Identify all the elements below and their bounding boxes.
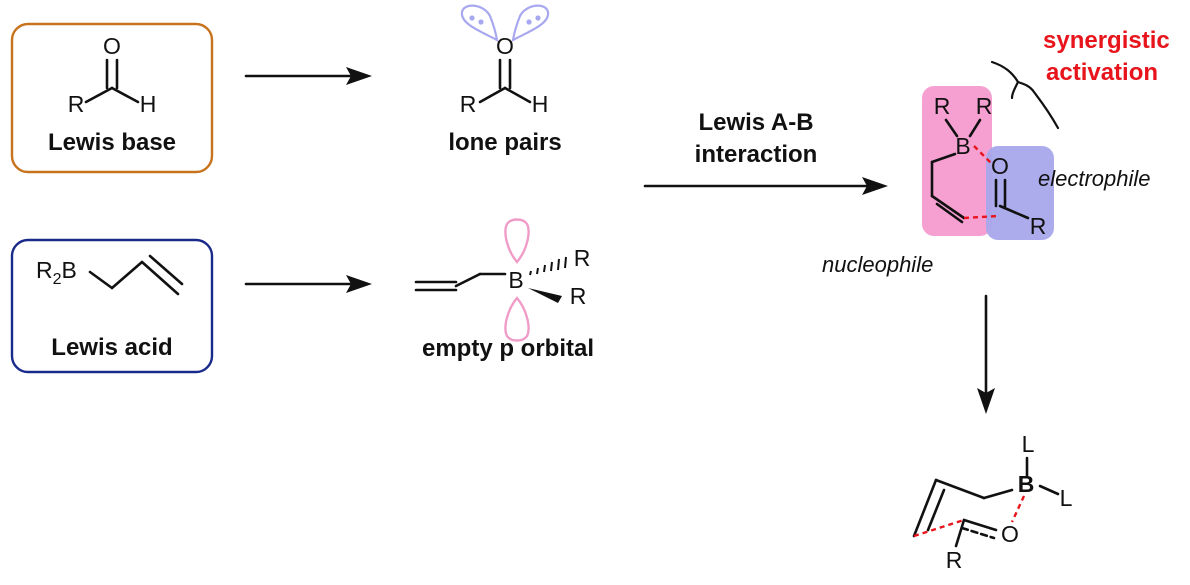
lewis-base-box xyxy=(10,22,214,174)
electrophile-highlight xyxy=(986,146,1054,240)
nucleophile-highlight xyxy=(922,86,992,236)
product-ligand-top: L xyxy=(1022,431,1035,457)
lewis-base-h: H xyxy=(140,91,157,117)
empty-p-orbital-top xyxy=(504,218,530,264)
arrow-base-to-lone-pairs xyxy=(244,67,372,85)
nucleophile-label: nucleophile xyxy=(822,252,933,277)
empty-orbital-r-bottom: R xyxy=(570,283,587,309)
lone-pair-orbital-left xyxy=(460,4,499,43)
lewis-base-h-bond xyxy=(110,86,140,104)
lewis-acid-label: Lewis acid xyxy=(51,334,172,361)
lewis-base-r: R xyxy=(68,91,85,117)
product-ligand-right: L xyxy=(1060,485,1073,511)
lone-pairs-structure: O R H lone pairs xyxy=(448,4,562,156)
lewis-acid-box xyxy=(10,238,214,374)
solid-wedge-bond xyxy=(528,288,562,303)
synergistic-label-line2: activation xyxy=(1046,59,1158,86)
product-forming-cc-bond xyxy=(913,518,965,538)
empty-p-orbital-bottom xyxy=(504,296,530,342)
interaction-label-line2: interaction xyxy=(695,141,818,168)
lone-pair-orbital-right xyxy=(511,4,550,43)
lewis-base-panel: O R H Lewis base xyxy=(10,22,214,174)
lewis-base-label: Lewis base xyxy=(48,129,176,156)
ts-boron: B xyxy=(955,133,970,159)
interaction-arrow: Lewis A-B interaction xyxy=(643,109,888,195)
lone-pair-electron xyxy=(478,19,484,25)
lewis-base-r-bond xyxy=(84,86,114,104)
hashed-wedge-bond xyxy=(529,256,567,276)
lone-pair-electron xyxy=(535,15,541,21)
lone-pairs-label: lone pairs xyxy=(448,129,561,156)
lewis-base-oxygen: O xyxy=(103,33,121,59)
empty-orbital-r-top: R xyxy=(574,245,591,271)
ts-r-left: R xyxy=(934,93,951,119)
chair-transition-state: L B L O R xyxy=(912,431,1073,573)
empty-orbital-label: empty p orbital xyxy=(422,335,594,362)
transition-state: synergistic activation R R B O R electro… xyxy=(822,27,1170,277)
product-boron: B xyxy=(1018,471,1035,497)
interaction-label-line1: Lewis A-B xyxy=(698,109,813,136)
lone-pairs-h: H xyxy=(532,91,549,117)
lewis-acid-r2b: R2B xyxy=(36,257,77,288)
empty-orbital-structure: B R R empty p orbital xyxy=(414,218,594,362)
lone-pair-electron xyxy=(526,19,532,25)
empty-orbital-boron: B xyxy=(508,267,523,293)
product-r: R xyxy=(946,547,963,573)
synergy-brace xyxy=(990,60,1060,130)
ts-r-right: R xyxy=(976,93,993,119)
arrow-to-product xyxy=(977,294,995,414)
ts-oxygen: O xyxy=(991,153,1009,179)
lone-pairs-oxygen: O xyxy=(496,33,514,59)
ts-boron-oxygen-coordination xyxy=(973,145,993,165)
synergistic-label-line1: synergistic xyxy=(1043,27,1170,54)
ts-r-carbonyl: R xyxy=(1030,213,1047,239)
lewis-acid-panel: R2B Lewis acid xyxy=(10,238,214,374)
lone-pair-electron xyxy=(469,15,475,21)
electrophile-label: electrophile xyxy=(1038,166,1151,191)
arrow-acid-to-empty-orbital xyxy=(244,275,372,293)
product-boron-oxygen-bond xyxy=(1010,495,1026,523)
product-oxygen: O xyxy=(1001,521,1019,547)
lone-pairs-r: R xyxy=(460,91,477,117)
ts-forming-bond xyxy=(963,214,999,220)
